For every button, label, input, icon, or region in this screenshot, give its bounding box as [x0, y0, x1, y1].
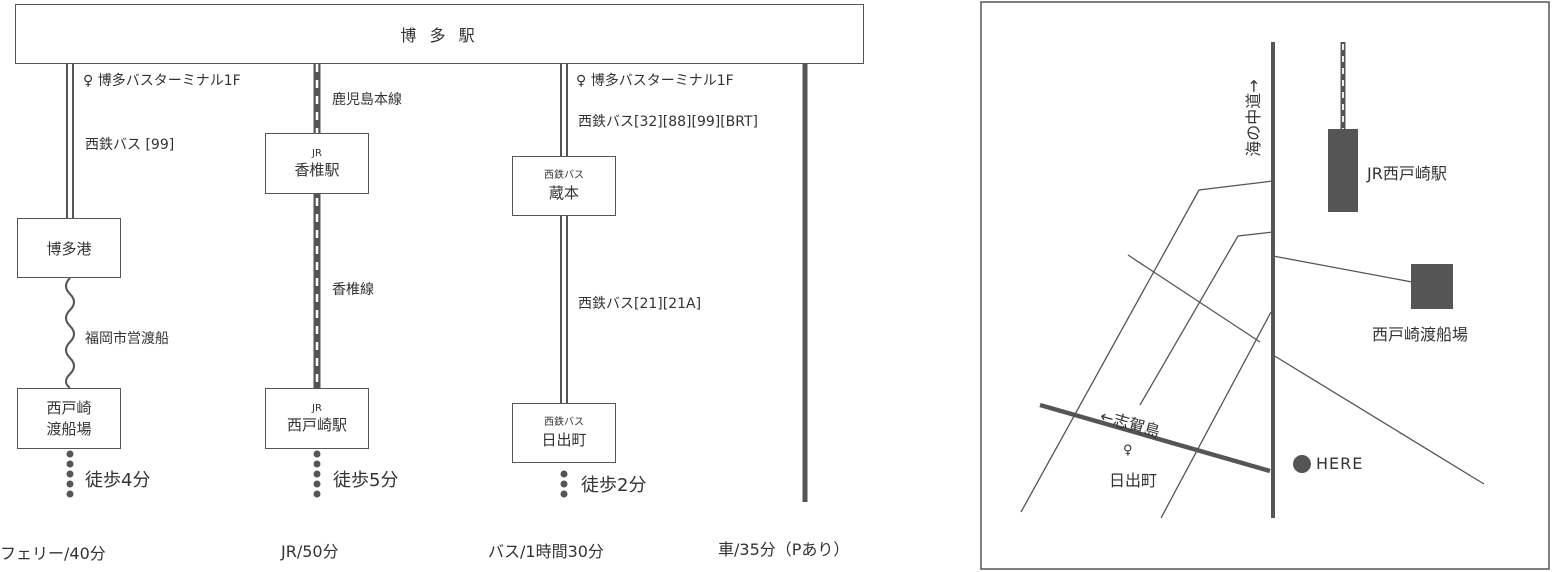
- bus-walk-time: 徒歩2分: [581, 475, 647, 496]
- jr-walk-dots: [313, 450, 321, 498]
- transfer-label: 博多港: [46, 239, 92, 258]
- here-marker-icon: [1293, 455, 1311, 473]
- terminal-line1: 西戸崎: [46, 399, 92, 418]
- thin-roads: [1020, 180, 1485, 519]
- transfer-small-label: JR: [312, 147, 322, 159]
- transfer-label: 香椎駅: [294, 161, 340, 180]
- terminal-box-saitozaki-station: JR 西戸崎駅: [265, 388, 369, 449]
- terminal-box-saitozaki-ferry: 西戸崎 渡船場: [17, 388, 121, 449]
- terminal-label: 西戸崎駅: [286, 416, 347, 435]
- ferry-line-label: 福岡市営渡船: [85, 331, 169, 347]
- map-ferry-label: 西戸崎渡船場: [1372, 325, 1469, 344]
- car-summary: 車/35分（Pあり）: [718, 540, 850, 559]
- terminal-label: 日出町: [541, 430, 587, 449]
- jr-summary: JR/50分: [281, 542, 339, 561]
- bus-stop-icon: ♀: [1123, 443, 1133, 458]
- bus-stop-label: ♀ 博多バスターミナル1F: [576, 73, 734, 89]
- bus-summary: バス/1時間30分: [488, 542, 604, 561]
- ferry-walk-dots: [66, 450, 74, 498]
- ferry-summary: フェリー/40分: [0, 544, 106, 563]
- transfer-box-hakata-port: 博多港: [17, 218, 121, 278]
- transfer-label: 蔵本: [548, 183, 579, 202]
- terminal-small-label: 西鉄バス: [544, 417, 584, 429]
- transfer-box-kuramoto: 西鉄バス 蔵本: [512, 156, 616, 216]
- terminal-box-hinodemachi: 西鉄バス 日出町: [512, 403, 616, 463]
- ferry-bus-line-label: 西鉄バス [99]: [85, 137, 175, 153]
- jr-line2-label: 香椎線: [332, 282, 374, 298]
- ferry-terminal-building: [1411, 264, 1453, 309]
- ferry-wave-line: [65, 277, 75, 389]
- shikanoshima-road: [1039, 402, 1271, 474]
- terminal-line2: 渡船場: [46, 419, 92, 438]
- terminal-small-label: JR: [312, 402, 322, 414]
- jr-walk-time: 徒歩5分: [333, 470, 399, 491]
- origin-station-bar: 博 多 駅: [15, 4, 864, 64]
- ferry-bus-stop-label: ♀ 博多バスターミナル1F: [83, 73, 241, 89]
- bus-line1-label: 西鉄バス[32][88][99][BRT]: [578, 114, 759, 130]
- map-road-label: 海の中道→: [1244, 79, 1263, 157]
- jr-station-building: [1328, 129, 1358, 212]
- map-bus-stop-label: 日出町: [1109, 471, 1158, 490]
- jr-line1-label: 鹿児島本線: [332, 92, 402, 108]
- transfer-small-label: 西鉄バス: [544, 170, 584, 182]
- map-station-label: JR西戸崎駅: [1367, 164, 1447, 183]
- bus-line2-label: 西鉄バス[21][21A]: [578, 296, 702, 312]
- map-here-label: HERE: [1316, 454, 1364, 473]
- origin-label: 博 多 駅: [400, 26, 479, 45]
- ferry-walk-time: 徒歩4分: [85, 470, 151, 491]
- map-frame: [980, 1, 1550, 570]
- bus-walk-dots: [560, 470, 568, 498]
- transfer-box-kashii: JR 香椎駅: [265, 133, 369, 194]
